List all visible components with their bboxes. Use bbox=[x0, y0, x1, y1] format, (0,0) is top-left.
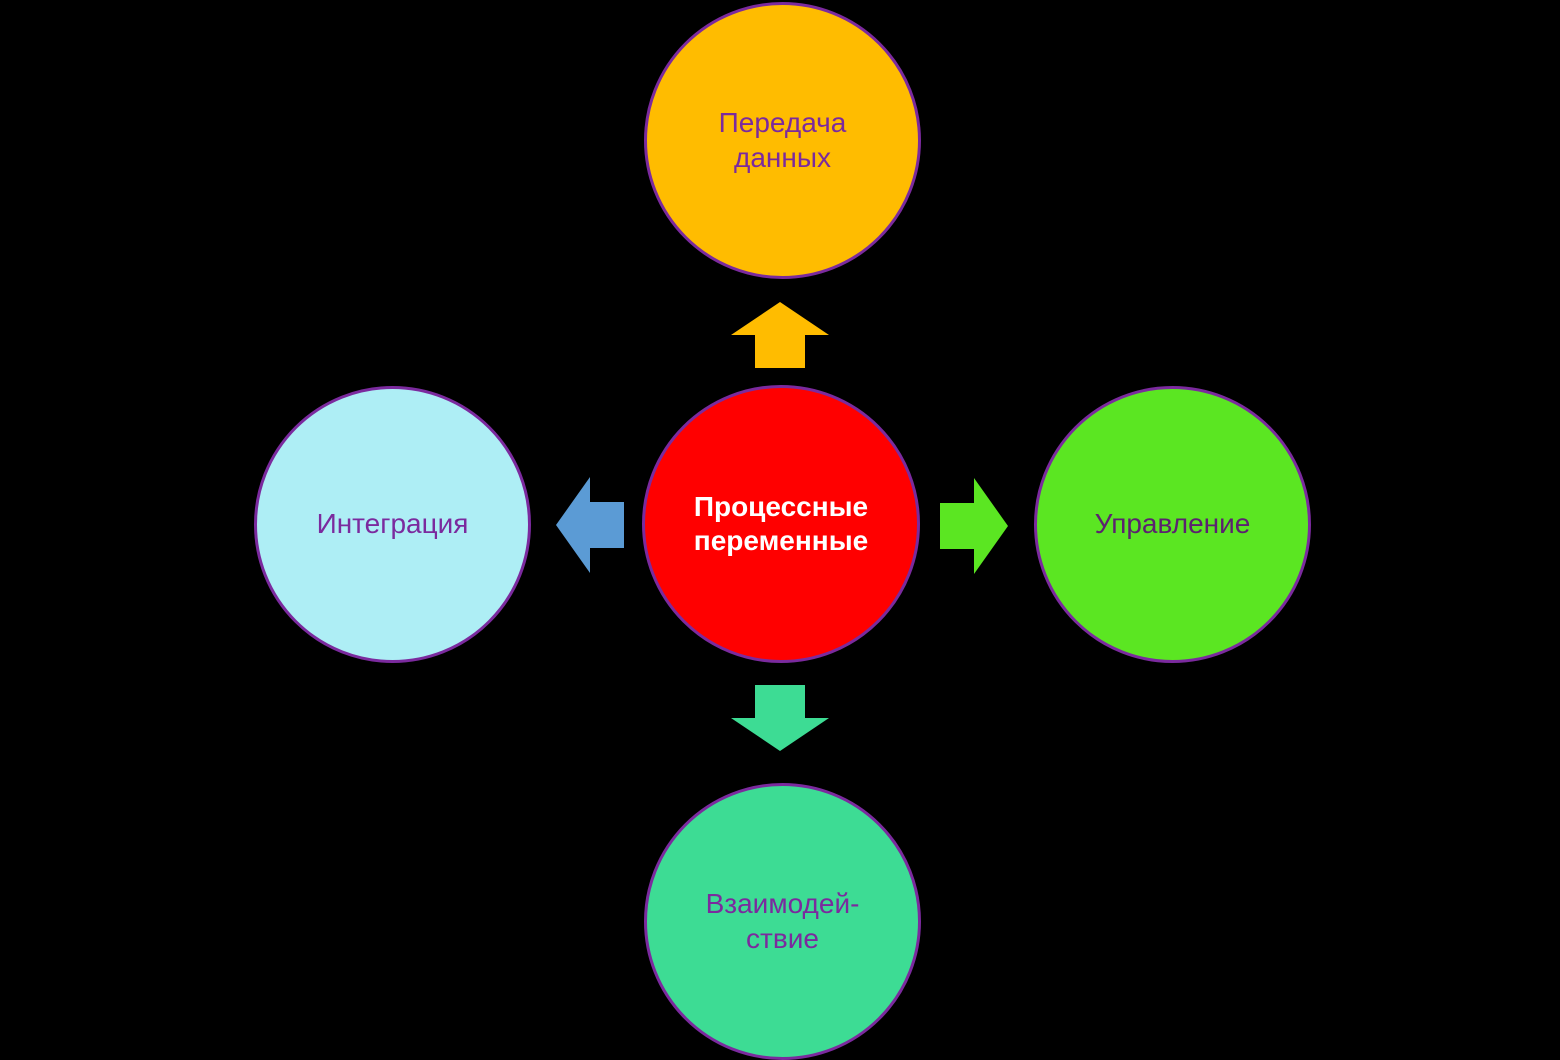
arrow-down-shape bbox=[731, 685, 829, 751]
arrow-right-shape bbox=[940, 478, 1008, 574]
node-interaction-label: Взаимодей- ствие bbox=[705, 888, 860, 954]
node-data-transfer-label: Передача данных bbox=[718, 107, 847, 173]
node-integration[interactable]: Интеграция bbox=[254, 386, 531, 663]
node-process-variables[interactable]: Процессные переменные bbox=[642, 385, 920, 663]
node-integration-label: Интеграция bbox=[316, 508, 469, 540]
node-control-label: Управление bbox=[1094, 508, 1251, 540]
node-process-variables-label: Процессные переменные bbox=[693, 490, 869, 556]
node-interaction[interactable]: Взаимодей- ствие bbox=[644, 783, 921, 1060]
node-control[interactable]: Управление bbox=[1034, 386, 1311, 663]
arrow-up-icon bbox=[731, 302, 829, 368]
arrow-up-shape bbox=[731, 302, 829, 368]
arrow-left-shape bbox=[556, 477, 624, 573]
arrow-left-icon bbox=[556, 477, 624, 573]
arrow-right-icon bbox=[940, 478, 1008, 574]
arrow-down-icon bbox=[731, 685, 829, 751]
node-data-transfer[interactable]: Передача данных bbox=[644, 2, 921, 279]
